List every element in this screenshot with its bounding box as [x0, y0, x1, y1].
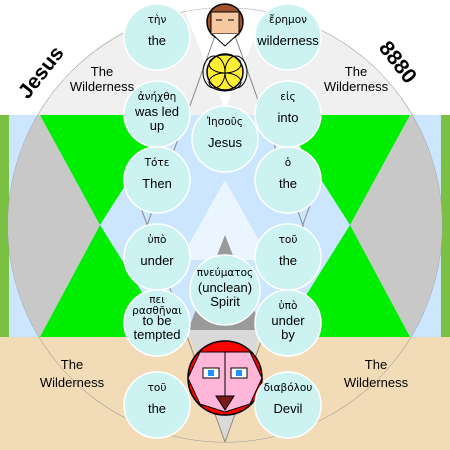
bubble-english: the — [148, 401, 166, 416]
bubble: ἔρημον wilderness — [254, 3, 322, 71]
bubble-greek: διαβόλου — [264, 382, 313, 394]
face-top-icon — [206, 3, 244, 47]
bubble-greek: πνεύματος — [197, 267, 253, 279]
region-label-ll-1: The — [61, 357, 83, 372]
bubble-circle — [123, 289, 191, 357]
bubble-english: was led — [134, 104, 179, 119]
bubble: εἰς into — [254, 80, 322, 148]
bubble-greek: πει — [149, 294, 165, 306]
bubble-greek: τοῦ — [279, 234, 298, 246]
left-green-upper — [40, 115, 170, 225]
bubble: ὁ the — [254, 146, 322, 214]
bubble-circle — [189, 254, 261, 326]
bubble-circle — [123, 371, 191, 439]
bubble: τὴν the — [123, 3, 191, 71]
bubble-greek: Ἰησοῦς — [207, 116, 243, 128]
flower-icon — [202, 53, 248, 92]
bubble-circle — [254, 371, 322, 439]
bubble-circle — [254, 3, 322, 71]
region-label-ll-2: Wilderness — [40, 375, 105, 390]
bubble: ὑπὸ under — [123, 223, 191, 291]
bubble-circle — [123, 146, 191, 214]
bubble-circle — [254, 146, 322, 214]
bubble-greek: Τότε — [144, 157, 170, 169]
bubble-greek: ὑπὸ — [148, 234, 167, 246]
bubble-greek: ὁ — [285, 157, 291, 169]
bubble-greek: τοῦ — [148, 382, 167, 394]
region-label-ur-1: The — [345, 64, 367, 79]
region-label-ul-2: Wilderness — [70, 79, 135, 94]
bubble-greek: ὑπὸ — [279, 300, 298, 312]
mask-face-icon — [187, 340, 263, 416]
bubble-circle — [123, 3, 191, 71]
bubble-english: to be — [143, 313, 172, 328]
region-label-lr-2: Wilderness — [344, 375, 409, 390]
right-gray-wedge — [350, 115, 442, 337]
region-label-ur-2: Wilderness — [324, 79, 389, 94]
left-strip — [0, 115, 9, 337]
right-strip — [441, 115, 450, 337]
bubble-circle — [254, 289, 322, 357]
bubble: πνεύματος(unclean)Spirit — [189, 254, 261, 326]
bubble-english: wilderness — [256, 33, 319, 48]
region-label-ul-1: The — [91, 64, 113, 79]
bubble-greek: ἀνήχθη — [138, 91, 177, 103]
bubble: τοῦ the — [123, 371, 191, 439]
bubble-english: Then — [142, 176, 172, 191]
bubble-greek: ἔρημον — [269, 14, 307, 26]
bubble-english: the — [279, 176, 297, 191]
bubble-english: Devil — [274, 401, 303, 416]
bubble-english: Jesus — [208, 135, 242, 150]
bubble-english: up — [150, 118, 164, 133]
bubble-english: the — [148, 33, 166, 48]
bubble-english: under — [140, 253, 174, 268]
right-green-upper — [280, 115, 410, 225]
bubble: τοῦ the — [254, 223, 322, 291]
region-label-lr-1: The — [365, 357, 387, 372]
bubble-english: Spirit — [210, 294, 240, 309]
bubble-english: the — [279, 253, 297, 268]
bubble-greek: τὴν — [148, 14, 167, 26]
bubble-english: (unclean) — [198, 280, 252, 295]
bubble-english: into — [278, 110, 299, 125]
bubble-circle — [191, 105, 259, 173]
bubble-english: under — [271, 313, 305, 328]
center-light — [180, 180, 270, 260]
bubble-greek: ρασθῆναι — [132, 305, 182, 317]
bubble-greek: εἰς — [280, 91, 295, 103]
bubble-english: tempted — [134, 327, 181, 342]
bubble-english: by — [281, 327, 295, 342]
left-gray-wedge — [8, 115, 100, 337]
